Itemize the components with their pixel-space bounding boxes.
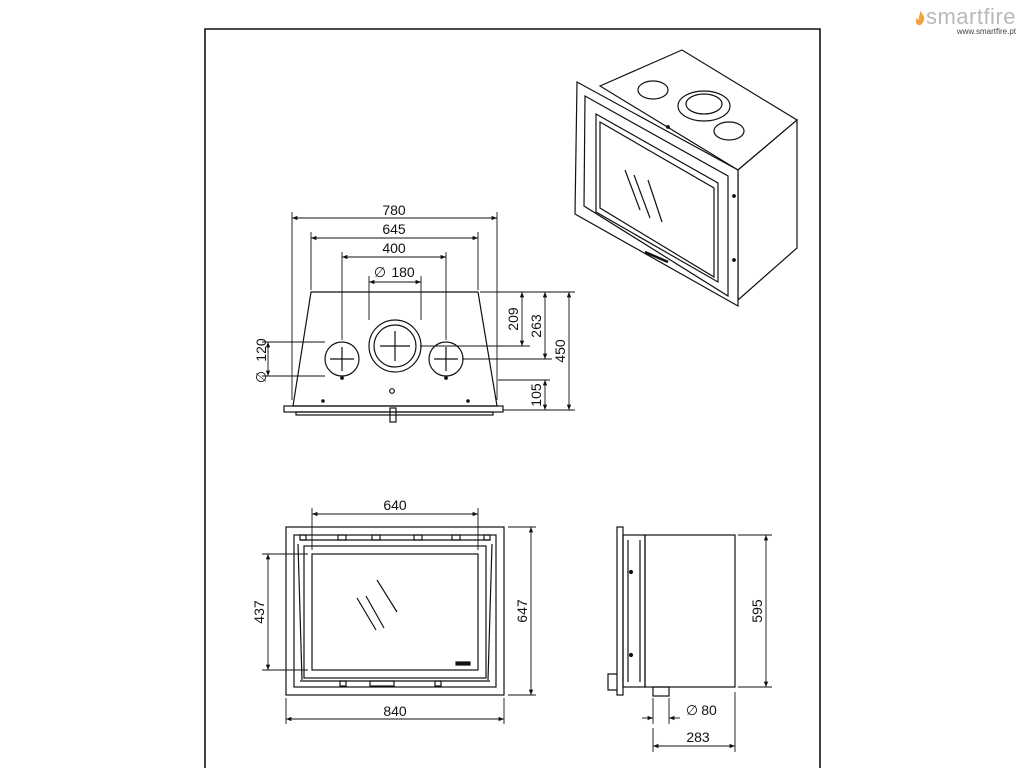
top-view-labels: 780 645 400 ∅ 180 209 263 450 105 ∅ 120 xyxy=(253,202,568,407)
dim-glass-width: 640 xyxy=(383,497,407,513)
dim-diameter-symbol-180: ∅ xyxy=(374,264,386,280)
dim-side-height: 595 xyxy=(749,599,765,623)
flame-icon xyxy=(915,10,925,26)
air-inlet-left xyxy=(324,341,360,377)
top-view xyxy=(283,291,504,423)
front-view-labels: 640 840 437 647 xyxy=(251,497,530,719)
dim-depth-total: 450 xyxy=(552,339,568,363)
dim-diameter-symbol-120: ∅ xyxy=(253,371,269,383)
front-view xyxy=(285,526,505,696)
dim-side-depth: 283 xyxy=(686,729,710,745)
dim-glass-height: 437 xyxy=(251,600,267,624)
sheet-border xyxy=(204,28,821,768)
isometric-view xyxy=(574,49,799,308)
dim-depth-to-flue: 209 xyxy=(505,307,521,331)
brand-name: smartfire xyxy=(925,4,1016,29)
dim-depth-front: 105 xyxy=(528,383,544,407)
dim-frame-height: 647 xyxy=(514,599,530,623)
dim-width-body: 645 xyxy=(382,221,406,237)
side-view xyxy=(607,526,736,697)
side-view-labels: 595 ∅ 80 283 xyxy=(686,599,765,745)
side-view-dimensions xyxy=(642,534,772,752)
dim-air-inlet-diameter: 120 xyxy=(253,338,269,362)
dim-frame-width: 840 xyxy=(383,703,407,719)
dim-diameter-symbol-80: ∅ xyxy=(686,702,698,718)
dim-depth-to-inlets: 263 xyxy=(528,314,544,338)
front-view-dimensions xyxy=(262,508,536,724)
dim-flue-diameter: 180 xyxy=(391,264,415,280)
top-view-dimensions xyxy=(262,212,575,411)
dim-side-inlet-diameter: 80 xyxy=(701,702,717,718)
dim-flue-spacing: 400 xyxy=(382,240,406,256)
brand-url: www.smartfire.pt xyxy=(956,27,1016,36)
brand-logo: smartfire www.smartfire.pt xyxy=(915,4,1016,36)
dim-width-overall: 780 xyxy=(382,202,406,218)
